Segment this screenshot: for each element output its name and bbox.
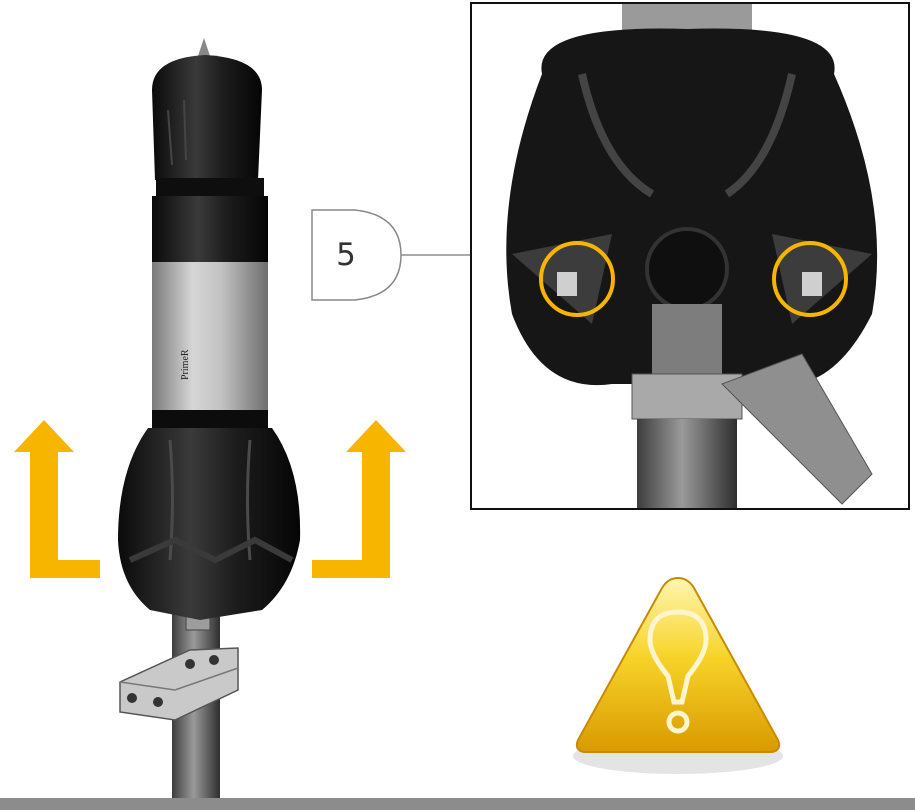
step-number: 5 <box>336 237 356 273</box>
detail-inset <box>470 2 910 510</box>
antenna-tip <box>198 38 210 56</box>
highlight-circle-icon <box>772 241 848 317</box>
highlight-circle-icon <box>539 241 615 317</box>
arrow-up-left-icon <box>14 420 100 578</box>
bottom-bar <box>0 798 915 810</box>
device-brand: PrimeR <box>180 349 191 380</box>
top-cap <box>152 55 262 180</box>
arrow-up-right-icon <box>312 420 406 578</box>
pole-clamp <box>119 647 239 721</box>
step-tab <box>311 209 402 301</box>
sensor-tube <box>152 262 268 412</box>
bottom-shroud <box>118 428 301 620</box>
warning-icon <box>573 576 783 774</box>
detail-illustration <box>506 4 878 508</box>
